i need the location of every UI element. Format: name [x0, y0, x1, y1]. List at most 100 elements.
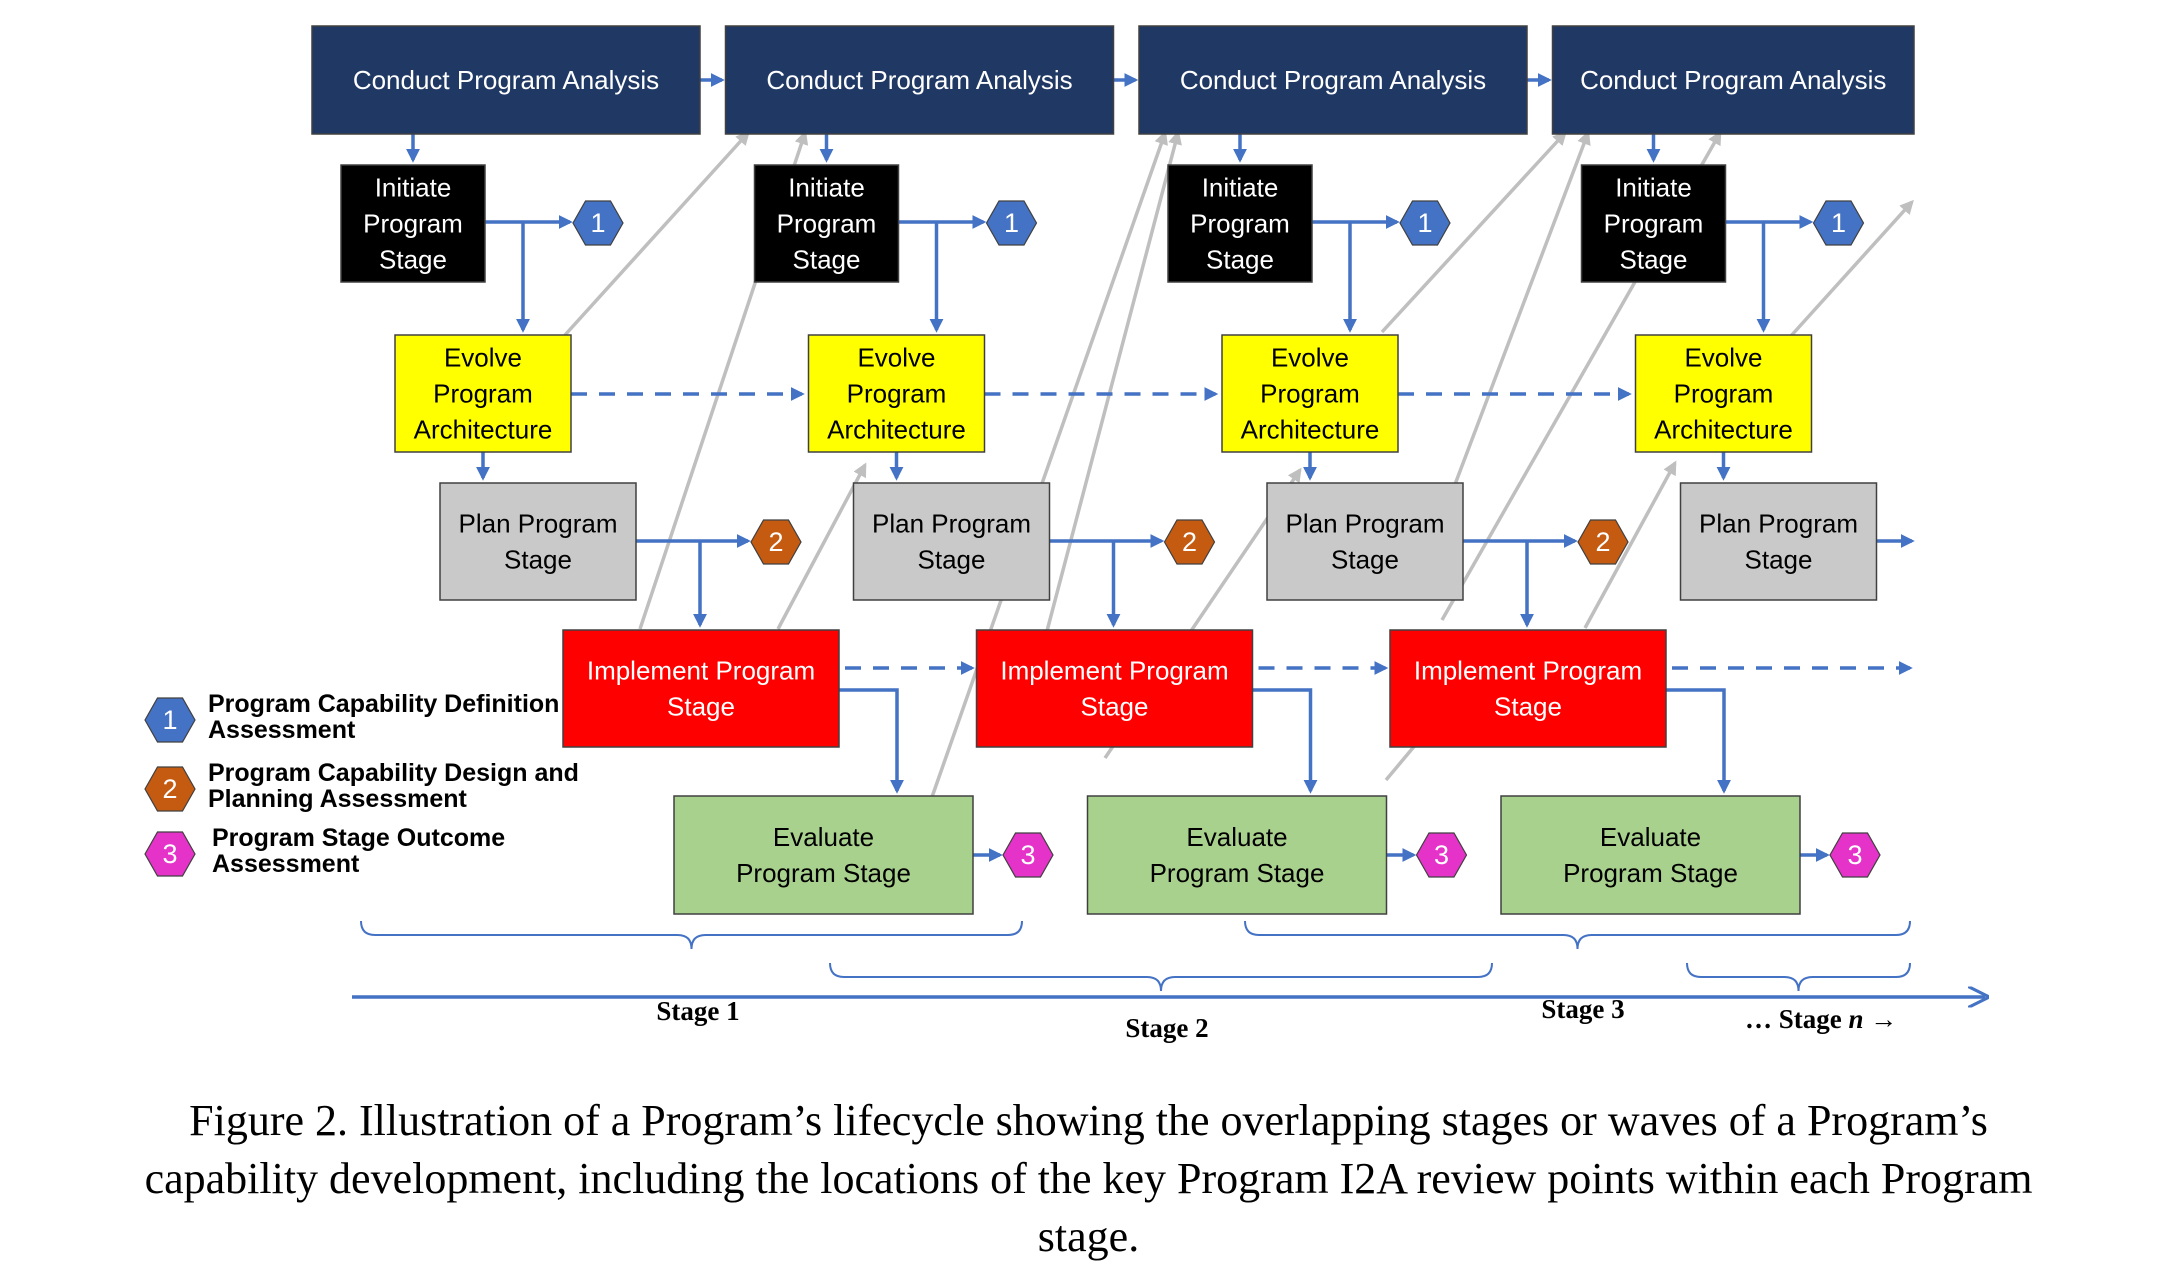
plan-stage-box-label: Plan Program — [872, 509, 1031, 539]
feedback-arrow — [1045, 130, 1182, 632]
evaluate-stage-box-label: Evaluate — [1600, 822, 1701, 852]
evaluate-stage-box-label: Evaluate — [1186, 822, 1287, 852]
initiate-stage-box-label: Program — [777, 209, 877, 239]
marker-2-icon: 2 — [1163, 519, 1216, 565]
marker-1-icon-shape — [572, 200, 624, 246]
marker-2-icon-label: 2 — [1182, 527, 1197, 557]
legend-label: Program Capability Definition — [208, 690, 559, 718]
stage-n-bracket — [1686, 962, 1911, 992]
initiate-stage-box-label: Program — [1604, 209, 1704, 239]
marker-1-icon-label: 1 — [1831, 208, 1846, 238]
caption-line-1: Figure 2. Illustration of a Program’s li… — [189, 1096, 1988, 1145]
implement-stage-box-shape — [562, 629, 840, 748]
conduct-analysis-box-shape — [1138, 25, 1528, 135]
plan-stage-box-label: Plan Program — [459, 509, 618, 539]
marker-3-icon-label: 3 — [1847, 840, 1862, 870]
conduct-analysis-box: Conduct Program Analysis — [1138, 25, 1528, 135]
stage-1-bracket — [360, 920, 1023, 950]
stage-3-label: Stage 3 — [1541, 994, 1624, 1024]
marker-2-icon-label: 2 — [1595, 527, 1610, 557]
legend-marker-1-icon: 1 — [144, 697, 196, 743]
plan-stage-box-shape — [1679, 482, 1878, 601]
initiate-stage-box-shape — [753, 164, 900, 283]
feedback-arrow — [776, 462, 867, 630]
plan-stage-box-shape — [852, 482, 1051, 601]
legend-marker-3-icon-shape — [144, 831, 196, 877]
legend-marker-3-icon-label: 3 — [162, 839, 177, 869]
marker-1-icon-label: 1 — [1004, 208, 1019, 238]
evaluate-stage-box-shape — [1086, 795, 1388, 915]
marker-1-icon: 1 — [1399, 200, 1451, 246]
implement-to-evaluate-arrow — [1666, 688, 1731, 794]
legend-label: Planning Assessment — [208, 785, 468, 813]
initiate-stage-box-label: Initiate — [1202, 173, 1279, 203]
evolve-architecture-box-label: Architecture — [1654, 415, 1793, 445]
implement-stage-box-label: Stage — [1081, 692, 1149, 722]
evolve-architecture-box-label: Program — [847, 379, 947, 409]
stage-n-part: n — [1849, 1004, 1864, 1034]
legend-label: Program Stage Outcome — [212, 824, 505, 852]
initiate-stage-box-label: Program — [1190, 209, 1290, 239]
implement-stage-box-shape — [1389, 629, 1667, 748]
plan-stage-box-label: Stage — [504, 545, 572, 575]
stage-n-label: … Stage n → — [1745, 1004, 1897, 1034]
implement-stage-box-shape — [975, 629, 1254, 748]
plan-stage-box-shape — [439, 482, 637, 601]
initiate-stage-box-label: Initiate — [1615, 173, 1692, 203]
legend-marker-3-icon: 3 — [144, 831, 196, 877]
stage-1-label: Stage 1 — [656, 996, 739, 1026]
legend-marker-1-icon-label: 1 — [162, 705, 177, 735]
marker-3-icon-label: 3 — [1020, 840, 1035, 870]
caption-line-3: stage. — [1037, 1212, 1140, 1261]
implement-stage-box-label: Stage — [667, 692, 735, 722]
evolve-architecture-box-label: Evolve — [444, 343, 522, 373]
connector-arrows — [406, 73, 1915, 862]
implement-stage-box-label: Implement Program — [1414, 656, 1642, 686]
legend-marker-2-icon-label: 2 — [162, 774, 177, 804]
process-boxes: Conduct Program AnalysisInitiateProgramS… — [311, 25, 1915, 915]
lifecycle-diagram: Conduct Program AnalysisInitiateProgramS… — [144, 25, 2177, 1043]
initiate-stage-box-label: Program — [363, 209, 463, 239]
legend-label: Assessment — [212, 850, 360, 878]
marker-2-icon: 2 — [750, 519, 802, 565]
marker-1-icon-shape — [1399, 200, 1451, 246]
plan-stage-box-label: Stage — [1745, 545, 1813, 575]
evolve-architecture-box-shape — [807, 334, 986, 453]
evolve-architecture-box-label: Program — [433, 379, 533, 409]
marker-3-icon: 3 — [1002, 832, 1054, 878]
plan-stage-box-label: Stage — [1331, 545, 1399, 575]
conduct-analysis-box-label: Conduct Program Analysis — [1180, 65, 1486, 95]
evaluate-stage-box-label: Program Stage — [1563, 858, 1738, 888]
conduct-analysis-box-shape — [1551, 25, 1915, 135]
implement-stage-box-label: Implement Program — [1000, 656, 1228, 686]
conduct-analysis-box: Conduct Program Analysis — [1551, 25, 1915, 135]
legend-marker-2-icon-shape — [144, 766, 196, 812]
evaluate-stage-box-label: Program Stage — [736, 858, 911, 888]
stage-n-part: … Stage — [1745, 1004, 1849, 1034]
marker-3-icon-shape — [1829, 832, 1881, 878]
implement-stage-box-label: Stage — [1494, 692, 1562, 722]
implement-to-evaluate-arrow — [1252, 688, 1318, 794]
marker-3-icon-label: 3 — [1434, 840, 1449, 870]
marker-3-icon-shape — [1415, 832, 1468, 878]
legend-marker-2-icon: 2 — [144, 766, 196, 812]
initiate-stage-box-label: Stage — [379, 245, 447, 275]
evolve-architecture-box-shape — [1634, 334, 1813, 453]
feedback-arrow — [1583, 460, 1677, 629]
initiate-stage-box-shape — [1167, 164, 1313, 283]
evolve-architecture-box-label: Evolve — [857, 343, 935, 373]
legend-label: Assessment — [208, 716, 356, 744]
